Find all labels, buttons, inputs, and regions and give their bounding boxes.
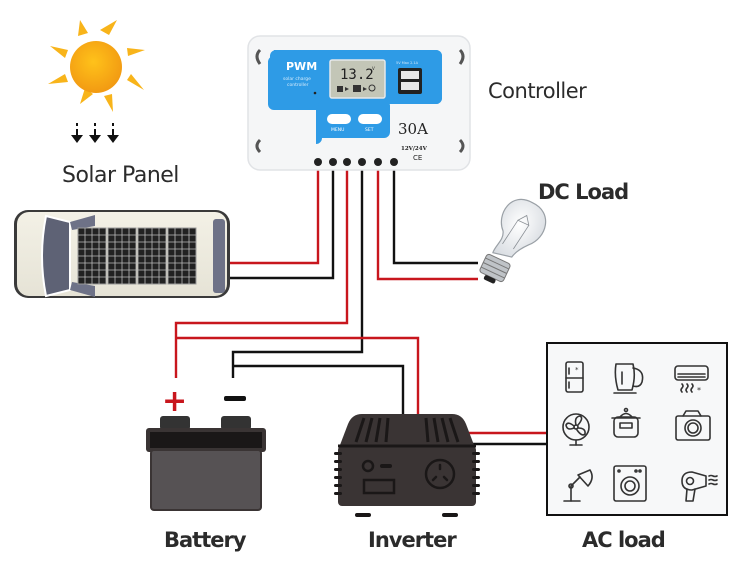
label-inverter: Inverter xyxy=(368,528,457,552)
svg-text:*: * xyxy=(697,386,701,395)
wire-inverter-positive xyxy=(176,336,420,415)
controller-subtitle-1: solar charge xyxy=(283,76,311,82)
sunlight-arrows-icon xyxy=(71,123,119,143)
controller-subtitle-2: controller xyxy=(287,82,309,88)
inverter-icon xyxy=(334,414,480,517)
sun-icon xyxy=(48,20,145,112)
label-ac-load: AC load xyxy=(582,528,665,552)
fan-icon xyxy=(562,413,590,446)
air-conditioner-icon: * xyxy=(674,365,709,395)
svg-text:*: * xyxy=(575,366,579,374)
battery-icon: + xyxy=(146,384,266,511)
menu-button-label: MENU xyxy=(331,127,344,133)
wires xyxy=(174,168,547,446)
lcd-voltage-readout: 13.2 xyxy=(340,67,374,83)
controller-terminals xyxy=(314,158,398,166)
controller-type-label: PWM xyxy=(286,60,317,73)
wire-dcload-negative xyxy=(392,168,478,265)
label-dc-load: DC Load xyxy=(538,180,628,204)
current-rating: 30A xyxy=(398,120,428,138)
usb-ports[interactable] xyxy=(398,68,422,94)
camera-icon xyxy=(675,410,711,441)
wire-solar-negative xyxy=(228,168,335,280)
battery-positive-symbol: + xyxy=(162,384,187,419)
light-bulb-icon xyxy=(479,198,547,284)
set-button[interactable]: SET xyxy=(358,114,382,133)
wire-solar-positive xyxy=(228,168,320,265)
label-battery: Battery xyxy=(164,528,247,552)
ac-load-panel: * * xyxy=(546,342,728,516)
hair-dryer-icon xyxy=(681,471,718,502)
menu-button[interactable]: MENU xyxy=(327,114,351,133)
set-button-label: SET xyxy=(365,127,374,133)
desk-lamp-icon xyxy=(563,469,593,502)
wire-dcload-positive xyxy=(376,168,478,281)
ce-mark: CE xyxy=(413,154,422,162)
lcd-status-icons xyxy=(337,84,376,92)
refrigerator-icon: * xyxy=(565,361,584,393)
solar-panel-array xyxy=(77,227,197,285)
wire-battery-negative xyxy=(231,168,364,378)
usb-rating-label: 5V Max 2.1A xyxy=(396,61,419,65)
wire-battery-positive xyxy=(174,168,349,378)
charge-controller: PWM solar charge controller 13.2 V 5V Ma… xyxy=(247,35,471,171)
washing-machine-icon xyxy=(613,465,647,502)
voltage-rating: 12V/24V xyxy=(401,146,428,152)
rice-cooker-icon xyxy=(611,407,641,438)
kettle-icon xyxy=(613,363,644,394)
van-with-solar-panels xyxy=(14,210,230,298)
wire-inverter-negative xyxy=(233,364,405,415)
label-controller: Controller xyxy=(488,79,587,103)
label-solar-panel: Solar Panel xyxy=(62,163,179,188)
lcd-voltage-unit: V xyxy=(372,66,375,71)
